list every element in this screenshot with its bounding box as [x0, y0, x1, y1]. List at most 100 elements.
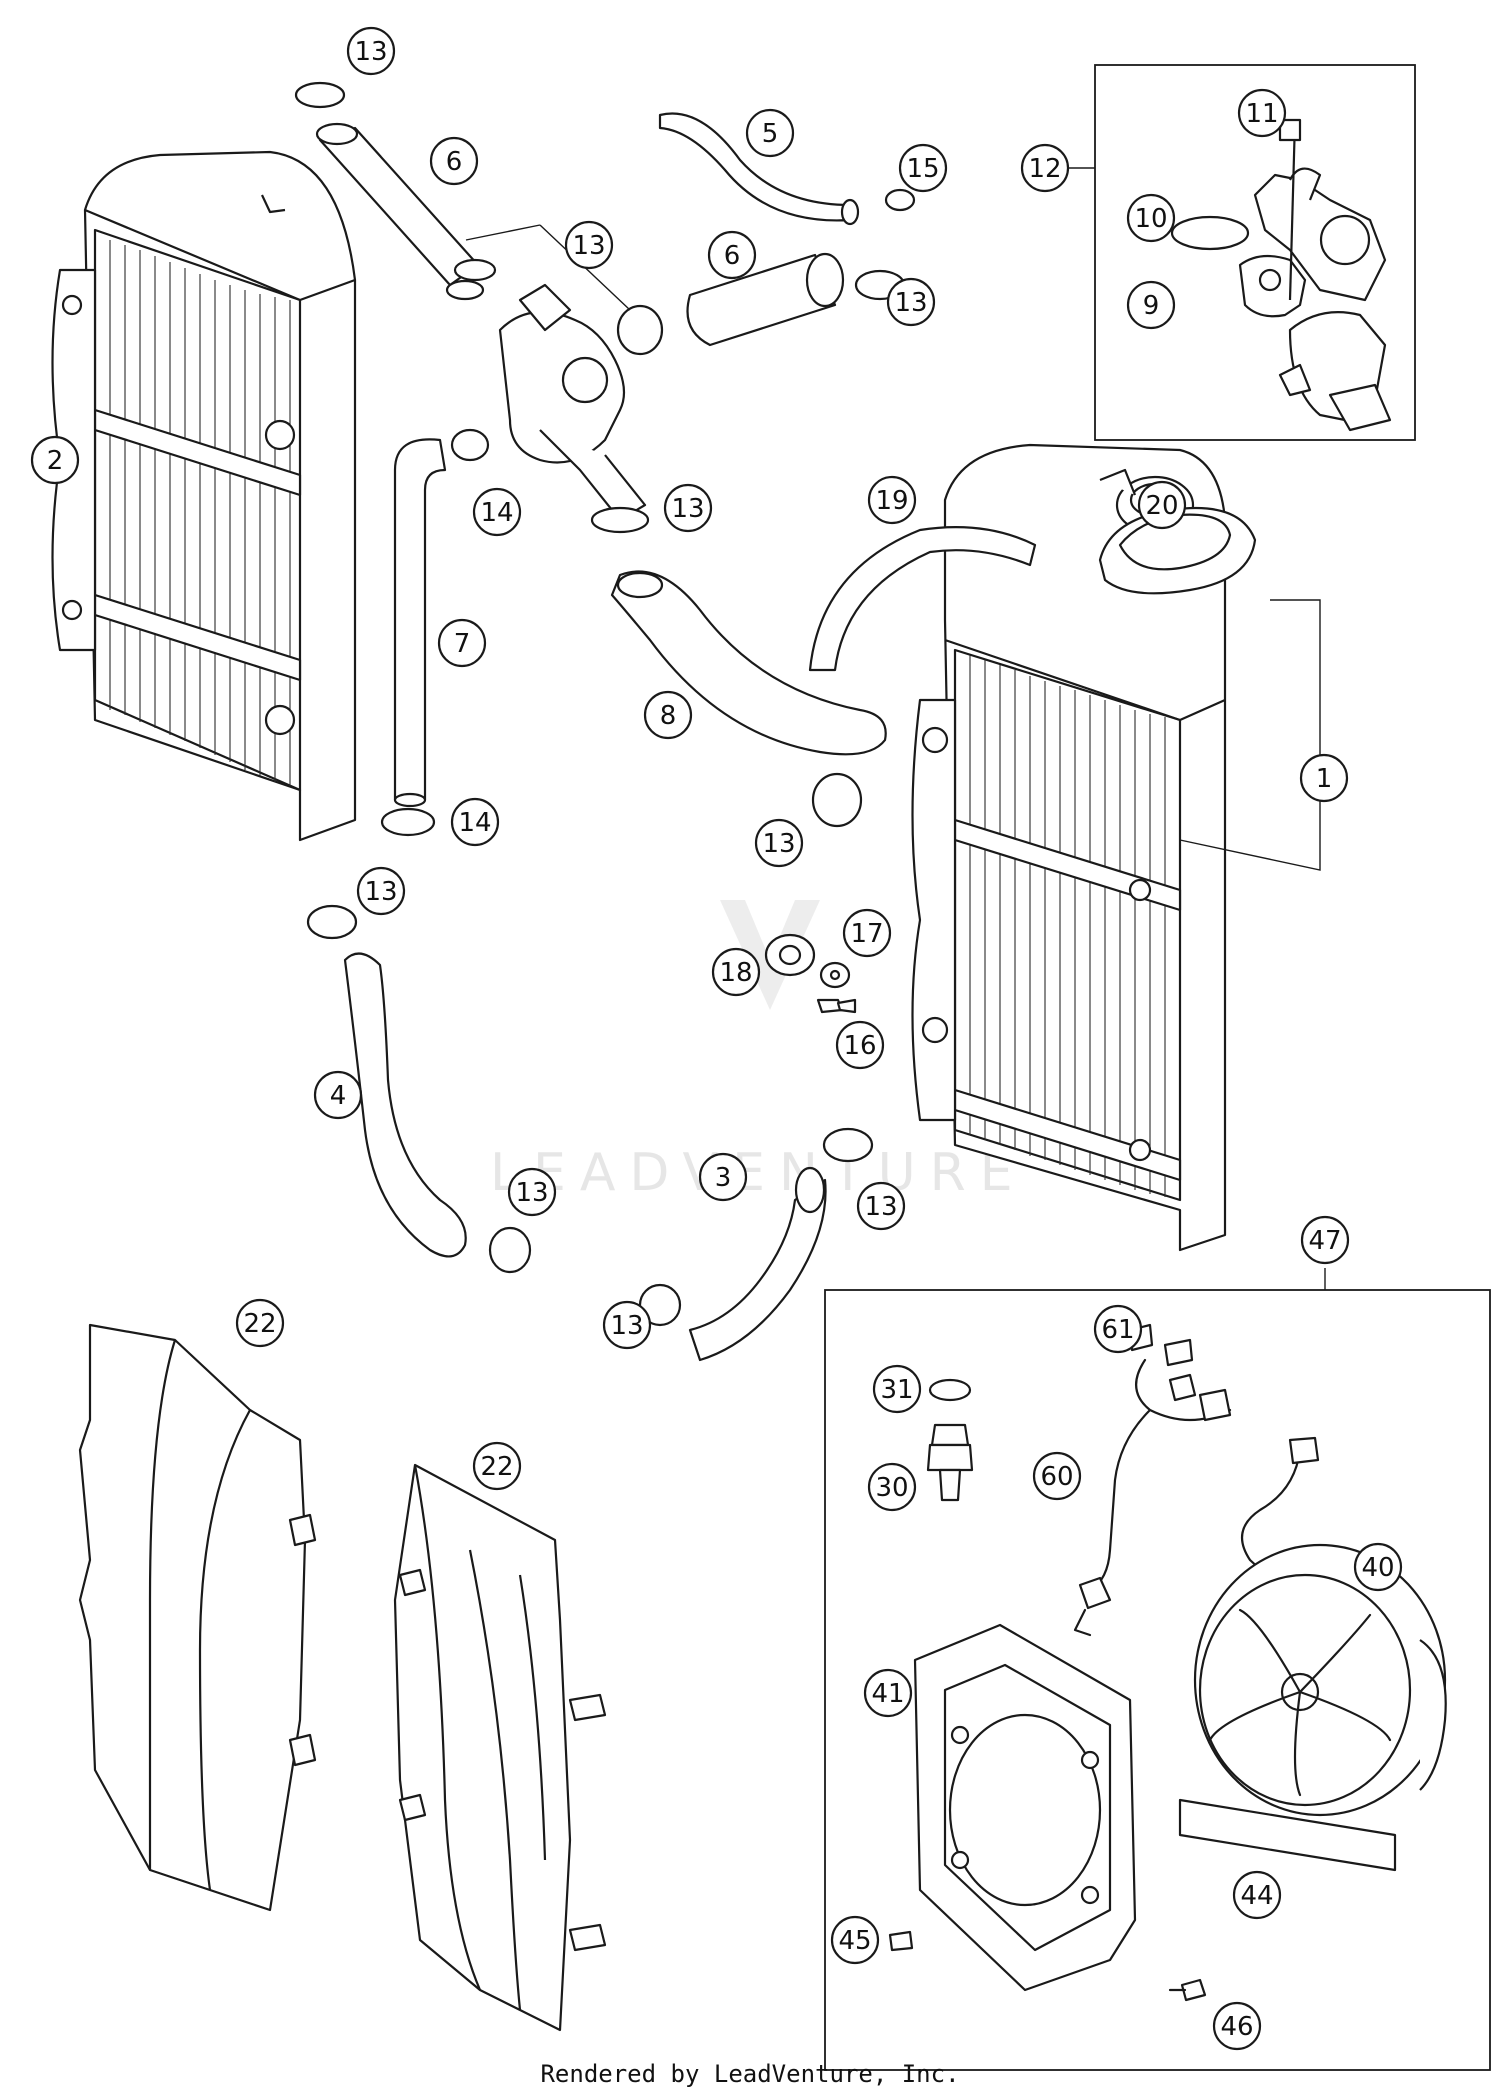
callout-61: 61	[1093, 1304, 1143, 1354]
callout-circle	[313, 1070, 363, 1120]
hose-5	[658, 112, 860, 226]
callout-circle	[1212, 2001, 1262, 2051]
callout-14: 14	[472, 487, 522, 537]
callout-13: 13	[356, 866, 406, 916]
callout-number: 9	[1143, 291, 1160, 321]
callout-44: 44	[1232, 1870, 1282, 1920]
callout-31: 31	[872, 1364, 922, 1414]
callout-circle	[1020, 143, 1070, 193]
callout-number: 1	[1316, 764, 1333, 794]
callout-circle	[863, 1668, 913, 1718]
callout-circle	[346, 26, 396, 76]
callout-46: 46	[1212, 2001, 1262, 2051]
callout-circle	[643, 690, 693, 740]
callout-number: 22	[243, 1309, 276, 1339]
callout-circle	[1353, 1542, 1403, 1592]
callout-1: 1	[1299, 753, 1349, 803]
callout-number: 31	[880, 1375, 913, 1405]
callout-circle	[886, 277, 936, 327]
callout-circle	[1137, 480, 1187, 530]
callout-16: 16	[835, 1020, 885, 1070]
callout-19: 19	[867, 475, 917, 525]
callout-3: 3	[698, 1152, 748, 1202]
right-radiator	[911, 443, 1321, 1252]
callout-number: 10	[1134, 204, 1167, 234]
callout-40: 40	[1353, 1542, 1403, 1592]
leadventure-watermark: LEADVENTURE	[490, 900, 1027, 1203]
callout-number: 60	[1040, 1462, 1073, 1492]
callout-circle	[663, 483, 713, 533]
callout-circle	[437, 618, 487, 668]
callout-60: 60	[1032, 1451, 1082, 1501]
callout-number: 8	[660, 701, 677, 731]
callout-circle	[842, 908, 892, 958]
callout-number: 6	[446, 147, 463, 177]
callout-number: 13	[364, 877, 397, 907]
callout-17: 17	[842, 908, 892, 958]
callout-11: 11	[1237, 88, 1287, 138]
callout-circle	[356, 866, 406, 916]
callout-13: 13	[564, 220, 614, 270]
hose-19	[808, 526, 1037, 672]
callout-12: 12	[1020, 143, 1070, 193]
callout-number: 40	[1361, 1553, 1394, 1583]
callout-circle	[235, 1298, 285, 1348]
callout-13: 13	[602, 1300, 652, 1350]
callout-number: 18	[719, 958, 752, 988]
callout-6: 6	[707, 230, 757, 280]
callout-circle	[1237, 88, 1287, 138]
callout-circle	[30, 435, 80, 485]
callout-45: 45	[830, 1915, 880, 1965]
callout-number: 30	[875, 1473, 908, 1503]
callout-number: 41	[871, 1679, 904, 1709]
callout-circle	[1126, 193, 1176, 243]
callout-number: 13	[610, 1311, 643, 1341]
callout-circle	[898, 143, 948, 193]
callout-7: 7	[437, 618, 487, 668]
callout-number: 13	[762, 829, 795, 859]
callout-number: 14	[458, 808, 491, 838]
callout-circle	[1093, 1304, 1143, 1354]
callout-number: 44	[1240, 1881, 1273, 1911]
callout-number: 15	[906, 154, 939, 184]
radiator-shroud-right	[393, 1463, 607, 2032]
callout-circle	[745, 108, 795, 158]
callout-number: 47	[1308, 1226, 1341, 1256]
callout-circle	[707, 230, 757, 280]
callout-22: 22	[235, 1298, 285, 1348]
callout-number: 19	[875, 486, 908, 516]
hose-6-right	[686, 252, 845, 347]
callout-number: 5	[762, 119, 779, 149]
callout-5: 5	[745, 108, 795, 158]
callout-number: 13	[572, 231, 605, 261]
callout-4: 4	[313, 1070, 363, 1120]
callout-circle	[830, 1915, 880, 1965]
hose-8	[610, 570, 887, 756]
callout-20: 20	[1137, 480, 1187, 530]
callout-circle	[1126, 280, 1176, 330]
left-radiator	[51, 150, 357, 842]
callout-circle	[698, 1152, 748, 1202]
hose-3	[688, 1166, 827, 1362]
callout-circle	[867, 475, 917, 525]
radiator-shroud-left	[78, 1323, 317, 1912]
callout-number: 13	[894, 288, 927, 318]
callout-number: 13	[354, 37, 387, 67]
callout-10: 10	[1126, 193, 1176, 243]
callout-number: 7	[454, 629, 471, 659]
callout-number: 45	[838, 1926, 871, 1956]
watermark-text: LEADVENTURE	[490, 1143, 1027, 1203]
callout-circle	[1032, 1451, 1082, 1501]
callout-number: 11	[1245, 99, 1278, 129]
callout-number: 46	[1220, 2012, 1253, 2042]
callout-number: 16	[843, 1031, 876, 1061]
rendered-by-footer: Rendered by LeadVenture, Inc.	[540, 2060, 960, 2088]
callout-13: 13	[663, 483, 713, 533]
callout-circle	[867, 1462, 917, 1512]
callout-number: 61	[1101, 1315, 1134, 1345]
callout-circle	[1299, 753, 1349, 803]
thermostat-kit-box	[1060, 64, 1416, 441]
callout-number: 14	[480, 498, 513, 528]
